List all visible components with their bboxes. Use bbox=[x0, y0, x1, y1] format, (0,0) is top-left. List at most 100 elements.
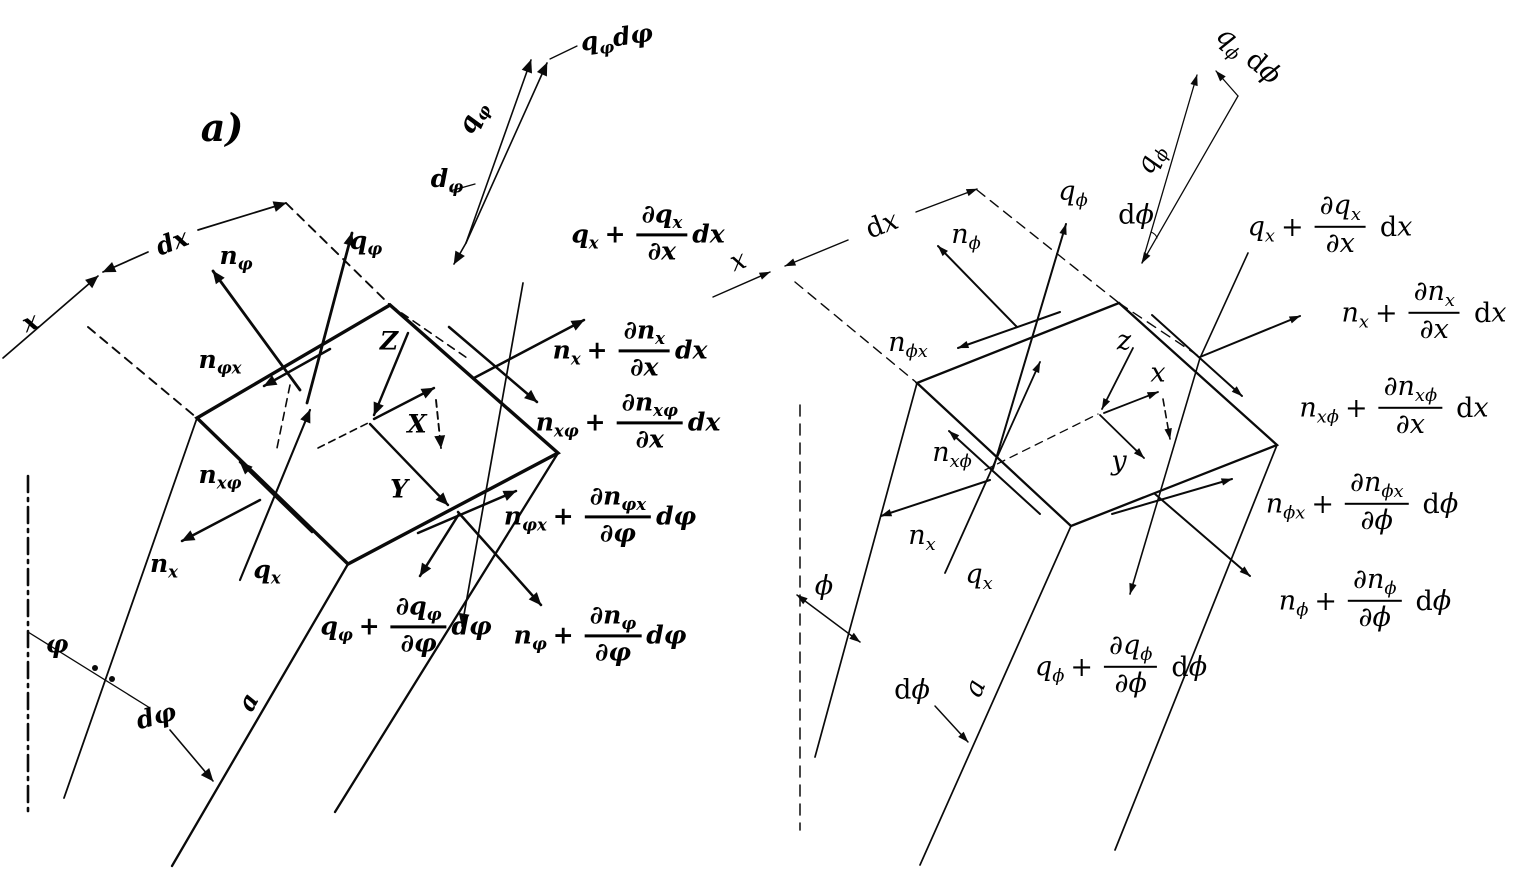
left-label-X: X bbox=[407, 409, 427, 439]
right-dashed-top-continuation bbox=[1118, 302, 1198, 356]
right-arrow-z bbox=[1101, 347, 1134, 410]
right-dx-dim-segment-1 bbox=[784, 239, 849, 267]
right-arrow-n-phi-plus bbox=[1154, 493, 1251, 577]
left-label-n-phi: nφ bbox=[219, 240, 253, 274]
left-label-Z: Z bbox=[379, 326, 399, 356]
right-arrow-n-phix bbox=[957, 311, 1061, 349]
right-meridian-1 bbox=[814, 382, 918, 758]
left-arrow-n-phi bbox=[211, 269, 302, 392]
right-label-n-xphi: nxϕ bbox=[932, 436, 972, 473]
left-meridian-3 bbox=[333, 451, 560, 814]
left-dashed-top-edge bbox=[285, 202, 391, 306]
right-label-x-mid: x bbox=[1150, 357, 1166, 389]
right-label-q-phi: qϕ bbox=[1058, 175, 1088, 212]
right-arrow-q-phi bbox=[992, 223, 1067, 470]
right-arrow-z-hidden bbox=[1162, 398, 1172, 440]
left-dashed-centerline bbox=[317, 422, 369, 449]
right-label-phi: ϕ bbox=[814, 570, 834, 602]
left-label-Y: Y bbox=[390, 474, 408, 504]
left-label-n-xphi: nxφ bbox=[198, 459, 242, 493]
left-triangle-dphi-tick bbox=[449, 183, 476, 192]
right-label-n-phix: nϕx bbox=[888, 326, 928, 363]
right-label-triangle-dphi: dϕ bbox=[1118, 199, 1154, 231]
right-arrow-y bbox=[1099, 414, 1145, 459]
left-arrow-n-xphi bbox=[238, 460, 314, 534]
left-triangle-side-hyp bbox=[465, 62, 548, 244]
left-arrow-q-x bbox=[238, 408, 312, 582]
left-dashed-top-continuation bbox=[389, 304, 471, 361]
left-arrow-n-xphi-plus bbox=[447, 325, 539, 404]
left-arrow-n-phix bbox=[262, 347, 332, 388]
left-qphi-dphi-triangle bbox=[449, 45, 578, 265]
left-dphi-pointer-arrow bbox=[169, 729, 214, 782]
left-dx-dim-segment-2 bbox=[197, 201, 287, 231]
right-arrow-q-x bbox=[944, 361, 1041, 574]
left-shell-element bbox=[194, 302, 561, 567]
left-phi-angle-line bbox=[27, 631, 151, 709]
right-arrow-q-x-plus bbox=[1129, 252, 1249, 595]
left-phi-dot-1 bbox=[92, 665, 98, 671]
right-label-z: z bbox=[1116, 325, 1132, 357]
right-arrow-n-xphi-plus bbox=[1151, 314, 1243, 397]
right-triangle-top-vector bbox=[1215, 70, 1239, 97]
right-qphi-dphi-triangle bbox=[1141, 70, 1239, 264]
left-arrow-n-phix-plus bbox=[416, 489, 518, 535]
left-triangle-bottom-arrow bbox=[453, 242, 467, 265]
right-meridian-2 bbox=[919, 525, 1072, 866]
left-meridian-1 bbox=[63, 417, 198, 799]
left-meridian-2 bbox=[170, 562, 350, 868]
right-dphi-pointer-arrow bbox=[934, 705, 969, 743]
left-label-n-x: nx bbox=[149, 548, 179, 582]
left-arrow-n-x-plus bbox=[472, 318, 586, 380]
left-dashed-left-edge bbox=[87, 326, 198, 419]
right-triangle-side-hyp bbox=[1141, 95, 1239, 264]
right-dashed-top-edge bbox=[976, 189, 1120, 304]
right-phi-angle-arrow bbox=[796, 594, 861, 643]
left-x-axis-line bbox=[2, 275, 99, 359]
left-arrow-n-x bbox=[180, 498, 262, 543]
right-meridian-3 bbox=[1114, 444, 1278, 851]
right-arrow-n-x-plus bbox=[1199, 315, 1301, 358]
left-panel-label: a) bbox=[200, 105, 244, 150]
right-label-n-phi: nϕ bbox=[951, 218, 981, 255]
right-arrow-n-x bbox=[880, 479, 991, 517]
left-arrow-X bbox=[372, 386, 436, 421]
left-arrow-q-x-plus bbox=[458, 282, 524, 627]
left-arrow-Z bbox=[372, 331, 410, 417]
left-arrow-q-phi bbox=[305, 231, 355, 405]
right-x-axis-line bbox=[712, 271, 771, 298]
left-label-triangle-dphi: dφ bbox=[430, 163, 464, 197]
right-arrow-n-phi bbox=[937, 245, 1018, 328]
left-label-n-phix: nφx bbox=[198, 344, 242, 378]
left-triangle-label-pointer bbox=[549, 45, 578, 60]
right-label-n-x: nx bbox=[908, 519, 936, 556]
right-dashed-left-edge bbox=[794, 281, 918, 384]
left-arrow-q-phi-plus bbox=[418, 512, 461, 578]
right-dashed-centerline bbox=[984, 413, 1099, 471]
right-figure bbox=[712, 70, 1301, 866]
left-figure bbox=[2, 45, 586, 868]
right-label-y: y bbox=[1111, 445, 1127, 477]
right-dx-dim-segment-2 bbox=[915, 188, 978, 213]
right-triangle-dphi-arc bbox=[1150, 231, 1158, 239]
right-arrow-n-phix-plus bbox=[1111, 478, 1233, 515]
right-label-dphi: dϕ bbox=[894, 674, 930, 706]
left-label-phi: φ bbox=[45, 629, 69, 659]
left-phi-dot-2 bbox=[109, 676, 115, 682]
left-arrow-Y bbox=[368, 422, 450, 507]
left-triangle-side-qphi bbox=[465, 59, 533, 244]
